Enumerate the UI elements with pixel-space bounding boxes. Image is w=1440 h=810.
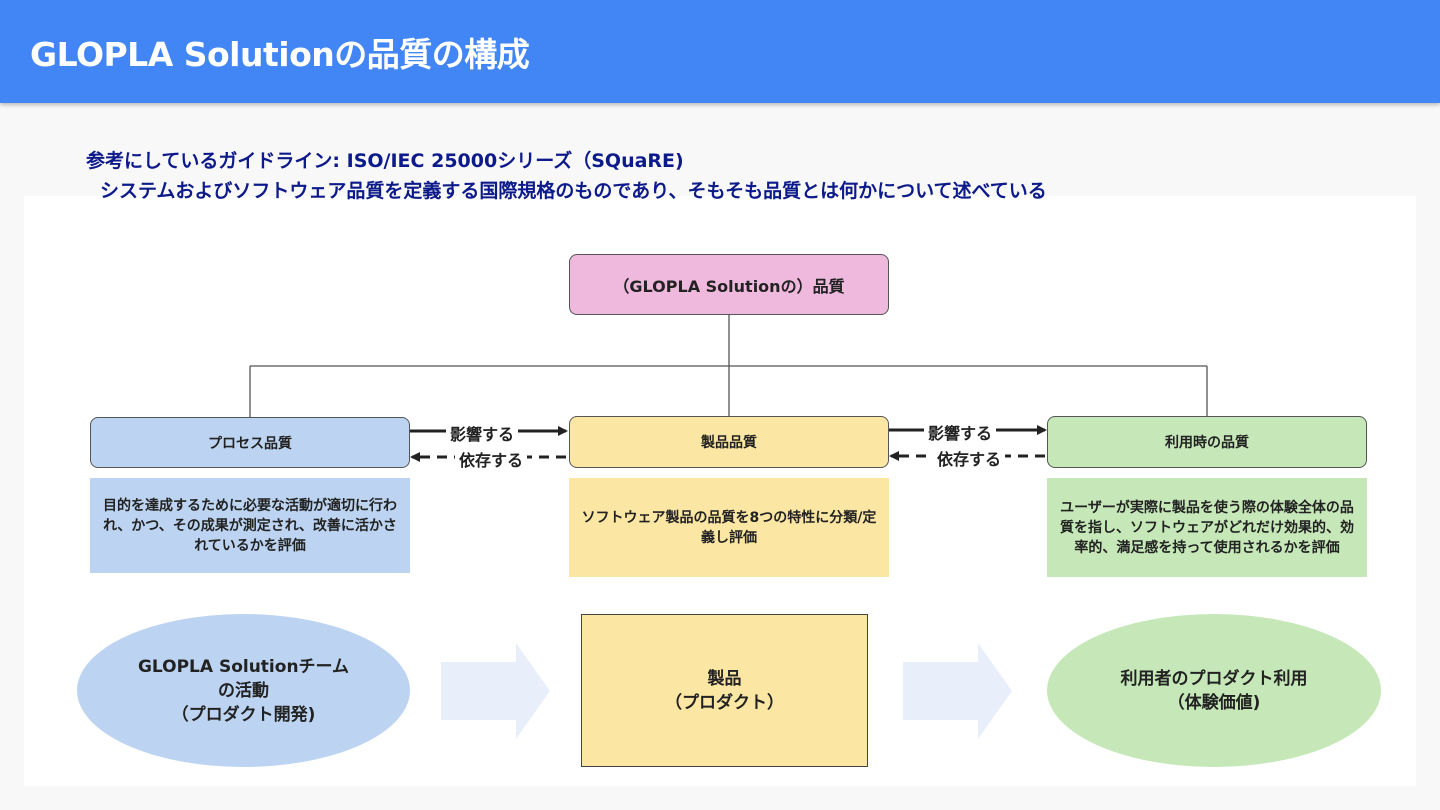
product-quality-description: ソフトウェア製品の品質を8つの特性に分類/定 義し評価 <box>569 478 889 577</box>
usage-desc-line: 質を指し、ソフトウェアがどれだけ効果的、効 <box>1060 519 1354 536</box>
depends-label-right: 依存する <box>933 446 1006 470</box>
process-desc-line: 目的を達成するために必要な活動が適切に行わ <box>103 497 397 514</box>
product-quality-node: 製品品質 <box>569 416 889 468</box>
product-box: 製品 （プロダクト） <box>581 614 868 767</box>
process-desc-line: れ、かつ、その成果が測定され、改善に活かさ <box>103 517 397 534</box>
user-usage-ellipse: 利用者のプロダクト利用 （体験価値) <box>1047 614 1381 767</box>
product-quality-label: 製品品質 <box>701 435 757 451</box>
usage-desc-line: ユーザーが実際に製品を使う際の体験全体の品 <box>1060 499 1354 516</box>
product-desc-line: 義し評価 <box>700 529 757 546</box>
process-quality-node: プロセス品質 <box>90 417 410 468</box>
user-usage-line: （体験価値) <box>1167 692 1261 713</box>
team-activity-line: の活動 <box>218 680 269 701</box>
team-activity-line: GLOPLA Solutionチーム <box>137 656 350 677</box>
usage-desc-line: 率的、満足感を持って使用されるかを評価 <box>1074 539 1340 556</box>
user-usage-line: 利用者のプロダクト利用 <box>1120 668 1308 689</box>
header-bar: GLOPLA Solutionの品質の構成 <box>0 0 1440 103</box>
usage-quality-node: 利用時の品質 <box>1047 416 1367 468</box>
depends-label-left: 依存する <box>455 447 528 471</box>
flow-arrow-1 <box>441 643 550 739</box>
affects-label-left: 影響する <box>446 421 519 445</box>
team-activity-line: （プロダクト開発) <box>171 704 316 725</box>
product-box-line: （プロダクト） <box>665 692 784 713</box>
guideline-description: システムおよびソフトウェア品質を定義する国際規格のものであり、そもそも品質とは何… <box>100 180 1047 202</box>
root-quality-label: （GLOPLA Solutionの）品質 <box>613 276 845 296</box>
process-quality-description: 目的を達成するために必要な活動が適切に行わ れ、かつ、その成果が測定され、改善に… <box>90 478 410 573</box>
usage-quality-label: 利用時の品質 <box>1165 435 1249 451</box>
team-activity-ellipse: GLOPLA Solutionチーム の活動 （プロダクト開発) <box>77 614 410 767</box>
process-desc-line: れているかを評価 <box>194 537 306 554</box>
usage-quality-description: ユーザーが実際に製品を使う際の体験全体の品 質を指し、ソフトウェアがどれだけ効果… <box>1047 478 1367 577</box>
flow-arrow-2 <box>903 643 1012 739</box>
affects-label-right: 影響する <box>924 420 997 444</box>
root-quality-node: （GLOPLA Solutionの）品質 <box>569 254 889 315</box>
page-title: GLOPLA Solutionの品質の構成 <box>30 35 530 74</box>
product-desc-line: ソフトウェア製品の品質を8つの特性に分類/定 <box>581 509 877 526</box>
process-quality-label: プロセス品質 <box>208 435 292 452</box>
guideline-reference: 参考にしているガイドライン: ISO/IEC 25000シリーズ（SQuaRE) <box>86 150 684 172</box>
product-box-line: 製品 <box>707 668 742 689</box>
